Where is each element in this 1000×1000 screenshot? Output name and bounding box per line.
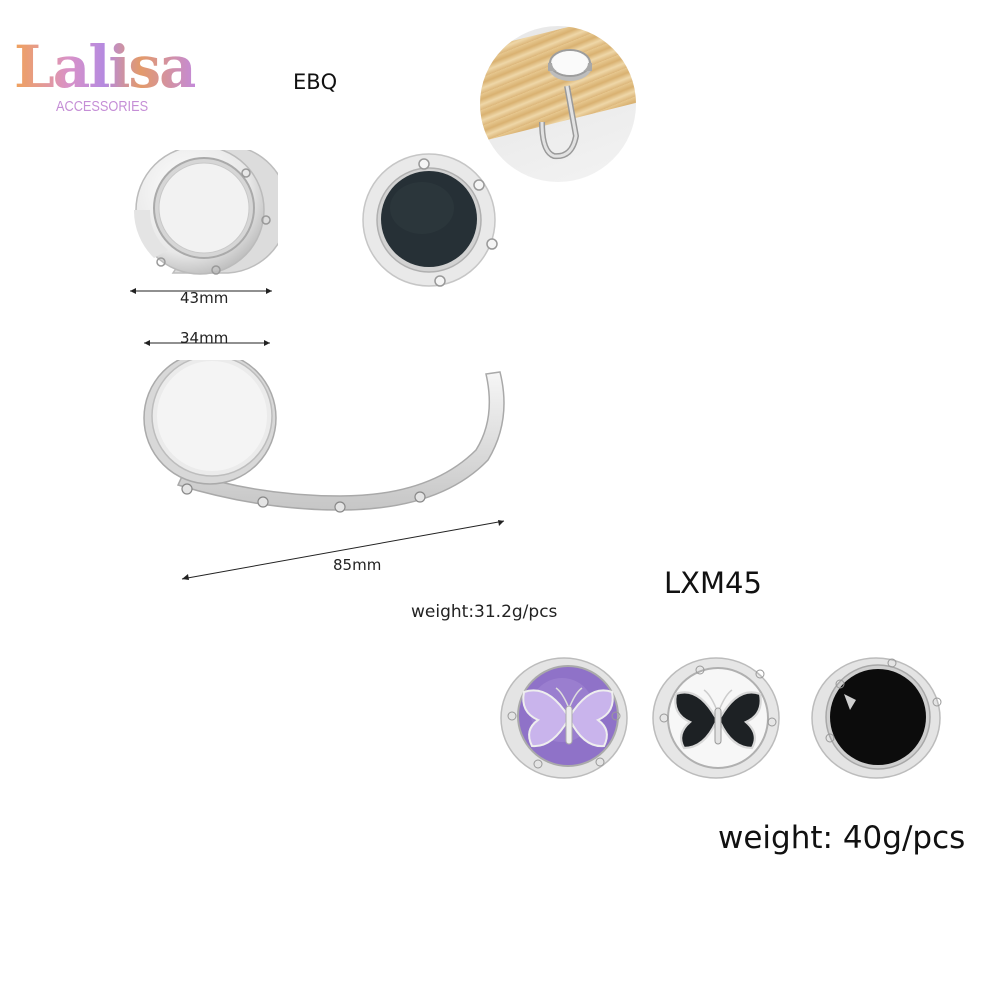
dimension-label-85mm: 85mm [333, 556, 382, 574]
lxm45-white-black-butterfly-image [652, 657, 780, 779]
logo-subtitle: ACCESSORIES [56, 98, 149, 115]
weight-lxm45: weight: 40g/pcs [718, 820, 966, 856]
ebq-closed-black-image [362, 153, 498, 287]
lxm45-purple-butterfly-image [500, 657, 628, 779]
weight-ebq: weight:31.2g/pcs [411, 602, 558, 622]
ebq-in-use-photo [480, 26, 636, 182]
product-code-ebq: EBQ [293, 70, 338, 94]
dimension-arrow-34mm [144, 340, 270, 346]
ebq-open-unfolded-image [143, 360, 505, 513]
dimension-label-34mm: 34mm [180, 329, 229, 347]
brand-logo: Lalisa ACCESSORIES [14, 36, 204, 120]
dimension-arrow-85mm [181, 520, 505, 580]
ebq-closed-silver-image [133, 150, 278, 275]
logo-wordmark: Lalisa [14, 33, 197, 101]
dimension-arrow-43mm [130, 288, 272, 294]
dimension-label-43mm: 43mm [180, 289, 229, 307]
lxm45-plain-black-image [811, 657, 942, 779]
product-code-lxm45: LXM45 [664, 566, 762, 600]
